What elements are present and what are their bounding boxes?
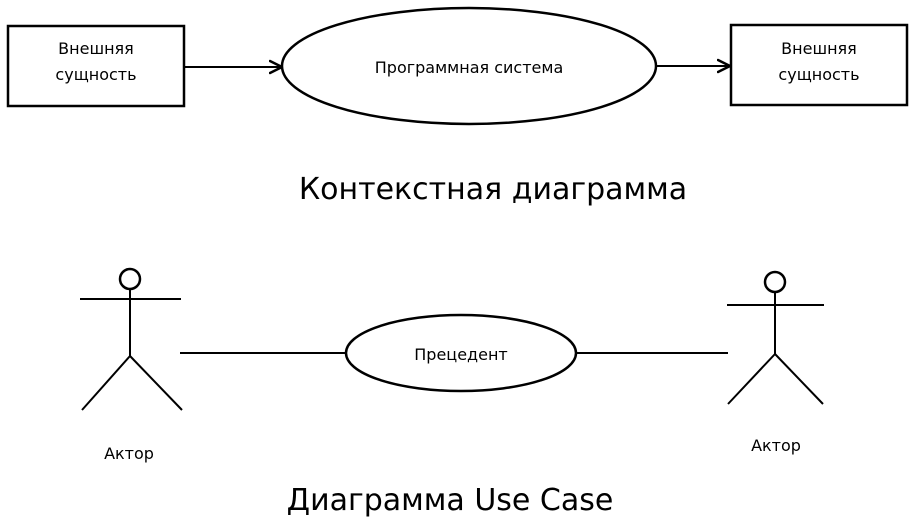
left-external-entity-box [6, 24, 186, 108]
use-case-diagram: Актор Прецедент Актор Диаграмма Use Case [80, 267, 824, 518]
left-actor-figure [80, 267, 183, 411]
use-case-label: Прецедент [414, 345, 507, 364]
program-system-ellipse [280, 6, 658, 126]
right-external-entity-line-2: сущность [778, 65, 859, 84]
right-actor-figure [727, 270, 824, 405]
left-external-entity-line-2: сущность [55, 65, 136, 84]
left-external-entity-line-1: Внешняя [58, 39, 134, 58]
right-actor-left-leg [727, 353, 776, 405]
left-actor-head-icon [118, 267, 142, 291]
context-diagram-title: Контекстная диаграмма [299, 172, 687, 207]
context-diagram: Внешняя сущность Программная система Вне… [6, 6, 909, 207]
left-actor-right-leg [129, 355, 183, 411]
use-case-diagram-title: Диаграмма Use Case [287, 483, 614, 518]
right-actor-right-leg [774, 353, 824, 405]
right-actor-head-icon [763, 270, 787, 294]
left-actor-left-leg [81, 355, 131, 411]
right-external-entity-line-1: Внешняя [781, 39, 857, 58]
right-external-entity-box [729, 23, 909, 107]
left-actor-label: Актор [104, 444, 154, 463]
right-actor-label: Актор [751, 436, 801, 455]
program-system-label: Программная система [375, 58, 564, 77]
